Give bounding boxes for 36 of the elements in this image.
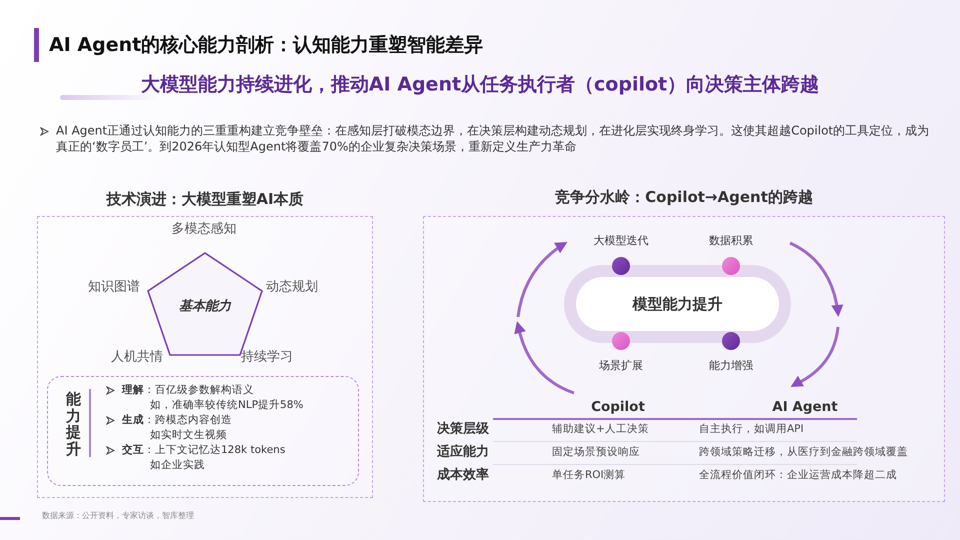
summary-text: AI Agent正通过认知能力的三重重构建立竞争壁垒：在感知层打破模态边界，在决策层构建动态规划，在进化层实现终身学习。这使其超越Copilot的工具定位，成为真正的‘数字员工’。到2026年认知型Agent将覆盖70%的企业复杂决策场景，重新定义生产力革命 [56, 123, 930, 155]
dot-label: 场景扩展 [598, 358, 644, 373]
capability-text: 如，准确率较传统NLP提升58% [150, 398, 304, 412]
page-title: AI Agent的核心能力剖析：认知能力重塑智能差异 [34, 28, 484, 62]
table-text: 单任务ROI测算 [552, 469, 626, 483]
table-text: 全流程价值闭环：企业运营成本降超二成 [699, 469, 897, 483]
column-header: AI Agent [772, 399, 838, 417]
capability-text: 理解：百亿级参数解构语义 [122, 383, 254, 397]
capability-text: 如实时文生视频 [150, 428, 227, 442]
panel-heading: 技术演进：大模型重塑AI本质 [105, 190, 305, 209]
vertical-heading: 能力提升 [66, 391, 81, 457]
capability-text: 生成：跨模态内容创造 [122, 413, 232, 427]
capsule-label: 模型能力提升 [632, 294, 722, 314]
dot-label: 数据积累 [708, 233, 754, 248]
row-header: 适应能力 [437, 444, 489, 462]
table-text: 固定场景预设响应 [552, 446, 640, 460]
dot-label: 能力增强 [708, 358, 754, 373]
row-header: 决策层级 [437, 422, 489, 438]
table-text: 辅助建议+人工决策 [552, 423, 649, 437]
column-header: Copilot [591, 399, 645, 417]
subtitle: 大模型能力持续进化，推动AI Agent从任务执行者（copilot）向决策主体跨越 [140, 72, 820, 98]
panel-heading: 竞争分水岭：Copilot→Agent的跨越 [554, 188, 814, 207]
capability-text: 交互：上下文记忆达128k tokens [122, 443, 286, 457]
capability-box [47, 376, 359, 486]
row-header: 成本效率 [437, 468, 489, 484]
capability-label: 动态规划 [266, 280, 318, 296]
table-text: 自主执行，如调用API [699, 423, 804, 437]
capability-label: 持续学习 [241, 350, 293, 366]
capability-label: 人机共情 [111, 350, 163, 366]
pentagon-label: 基本能力 [178, 298, 232, 316]
table-text: 跨领域策略迁移，从医疗到金融跨领域覆盖 [699, 446, 908, 460]
capability-label: 知识图谱 [88, 280, 140, 296]
capability-text: 如企业实践 [150, 458, 205, 472]
source-note: 数据来源：公开资料，专家访谈，智库整理 [42, 510, 194, 522]
dot-label: 大模型迭代 [592, 233, 650, 248]
capability-label: 多模态感知 [172, 222, 236, 238]
